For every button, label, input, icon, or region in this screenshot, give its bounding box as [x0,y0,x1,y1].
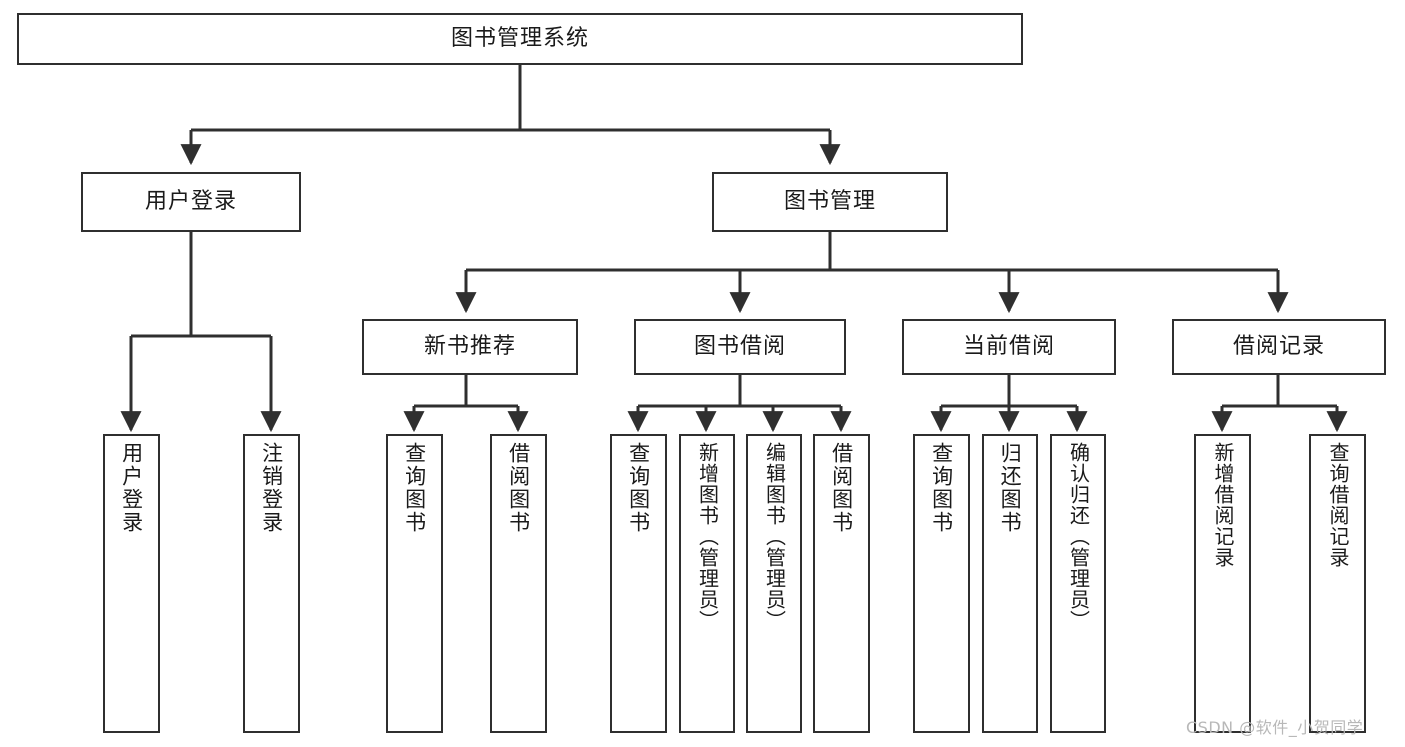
node-book-management[interactable]: 图书管理 [712,172,948,232]
node-label: 新书推荐 [423,334,516,360]
leaf-label: 新增借阅记录 [1211,442,1235,568]
leaf-user-login-signout[interactable]: 注销登录 [243,434,300,733]
leaf-user-login-signin[interactable]: 用户登录 [103,434,160,733]
node-user-login[interactable]: 用户登录 [81,172,301,232]
node-borrow-record[interactable]: 借阅记录 [1172,319,1386,375]
csdn-watermark: CSDN @软件_小贺同学 [1186,718,1364,737]
leaf-borrow-add-book-admin[interactable]: 新增图书（管理员） [679,434,735,733]
leaf-label: 新增图书（管理员） [695,442,720,631]
leaf-borrow-edit-book-admin[interactable]: 编辑图书（管理员） [746,434,802,733]
leaf-label: 用户登录 [119,442,144,534]
node-new-book-recommend[interactable]: 新书推荐 [362,319,578,375]
node-root-system[interactable]: 图书管理系统 [17,13,1023,65]
leaf-label: 借阅图书 [506,442,531,534]
leaf-label: 归还图书 [998,442,1023,534]
leaf-new-book-borrow[interactable]: 借阅图书 [490,434,547,733]
leaf-current-return-book[interactable]: 归还图书 [982,434,1038,733]
node-label: 图书借阅 [693,334,786,360]
leaf-new-book-query[interactable]: 查询图书 [386,434,443,733]
leaf-label: 注销登录 [259,442,284,534]
leaf-record-query[interactable]: 查询借阅记录 [1309,434,1366,733]
leaf-current-query-book[interactable]: 查询图书 [913,434,970,733]
node-label: 当前借阅 [962,334,1055,360]
node-label: 借阅记录 [1232,334,1325,360]
node-current-borrow[interactable]: 当前借阅 [902,319,1116,375]
leaf-record-add[interactable]: 新增借阅记录 [1194,434,1251,733]
leaf-borrow-borrow-book[interactable]: 借阅图书 [813,434,870,733]
leaf-borrow-query-book[interactable]: 查询图书 [610,434,667,733]
leaf-label: 查询图书 [929,442,954,534]
node-label: 图书管理 [783,189,876,215]
node-label: 图书管理系统 [450,26,589,52]
leaf-label: 查询图书 [402,442,427,534]
leaf-label: 借阅图书 [829,442,854,534]
leaf-label: 编辑图书（管理员） [762,442,787,631]
leaf-label: 查询借阅记录 [1326,442,1350,568]
node-book-borrow[interactable]: 图书借阅 [634,319,846,375]
leaf-current-confirm-return-admin[interactable]: 确认归还（管理员） [1050,434,1106,733]
leaf-label: 确认归还（管理员） [1066,442,1091,631]
node-label: 用户登录 [144,189,237,215]
leaf-label: 查询图书 [626,442,651,534]
